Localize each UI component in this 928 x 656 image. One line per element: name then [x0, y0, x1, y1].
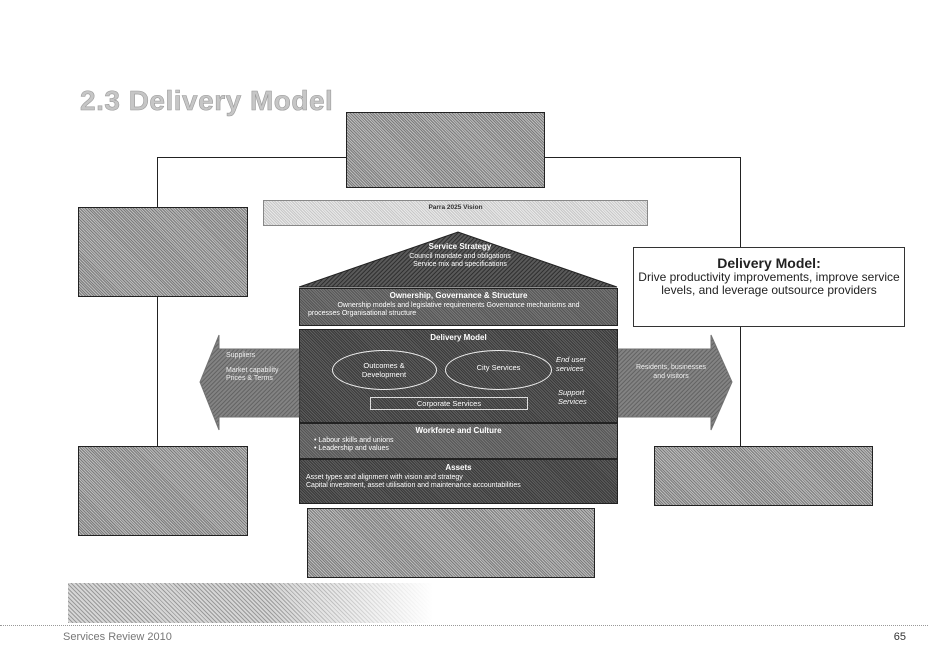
suppliers-text: Suppliers Market capability Prices & Ter… — [226, 352, 286, 384]
residents-arrow — [617, 334, 733, 431]
workforce-section: Workforce and Culture • Labour skills an… — [299, 423, 618, 459]
ownership-section: Ownership, Governance & Structure Owners… — [299, 288, 618, 326]
footer-text: Services Review 2010 — [63, 631, 172, 643]
placeholder-box-bottom — [307, 508, 595, 578]
residents-text: Residents, businesses and visitors — [635, 364, 707, 380]
assets-line-1: Asset types and alignment with vision an… — [306, 473, 463, 481]
outcomes-label: Outcomes & Development — [361, 361, 407, 379]
house-roof — [299, 231, 618, 288]
assets-line-2: Capital investment, asset utilisation an… — [306, 482, 521, 489]
suppliers-heading: Suppliers — [226, 352, 256, 359]
service-strategy-block: Service Strategy Council mandate and obl… — [330, 242, 590, 270]
corporate-services-label: Corporate Services — [416, 399, 482, 408]
service-strategy-heading: Service Strategy — [428, 242, 492, 251]
vision-bar-label: Parra 2025 Vision — [428, 204, 483, 211]
placeholder-box-top — [346, 112, 545, 188]
ownership-line-2: processes Organisational structure — [308, 310, 417, 317]
footer-divider — [0, 625, 928, 626]
footer-photo-strip — [68, 583, 433, 623]
service-strategy-line-1: Council mandate and obligations — [409, 252, 511, 260]
callout-heading: Delivery Model: — [717, 255, 821, 271]
ownership-line-1: Ownership models and legislative require… — [337, 301, 580, 309]
delivery-model-callout: Delivery Model: Drive productivity impro… — [633, 247, 905, 327]
outcomes-ellipse — [332, 350, 437, 390]
suppliers-arrow — [199, 334, 301, 431]
city-services-label: City Services — [476, 363, 521, 372]
service-strategy-line-2: Service mix and specifications — [413, 261, 507, 268]
assets-section: Assets Asset types and alignment with vi… — [299, 459, 618, 504]
frame-left-line — [157, 157, 158, 457]
workforce-bullet-2: • Leadership and values — [314, 445, 389, 452]
placeholder-box-left-bottom — [78, 446, 248, 536]
callout-body: Drive productivity improvements, improve… — [638, 270, 900, 297]
city-services-ellipse — [445, 350, 552, 390]
vision-bar: Parra 2025 Vision — [263, 200, 648, 226]
corporate-services-box: Corporate Services — [370, 397, 528, 410]
page-number: 65 — [893, 631, 906, 643]
delivery-model-heading: Delivery Model — [430, 333, 487, 342]
placeholder-box-right-bottom — [654, 446, 873, 506]
workforce-heading: Workforce and Culture — [415, 426, 502, 435]
end-user-services-label: End user services — [556, 355, 587, 373]
support-services-label: Support Services — [558, 388, 587, 406]
ownership-heading: Ownership, Governance & Structure — [389, 291, 528, 300]
page-title: 2.3 Delivery Model — [80, 85, 334, 117]
assets-heading: Assets — [445, 463, 472, 472]
placeholder-box-left-top — [78, 207, 248, 297]
suppliers-body: Market capability Prices & Terms — [226, 366, 279, 383]
workforce-bullet-1: • Labour skills and unions — [314, 436, 394, 444]
